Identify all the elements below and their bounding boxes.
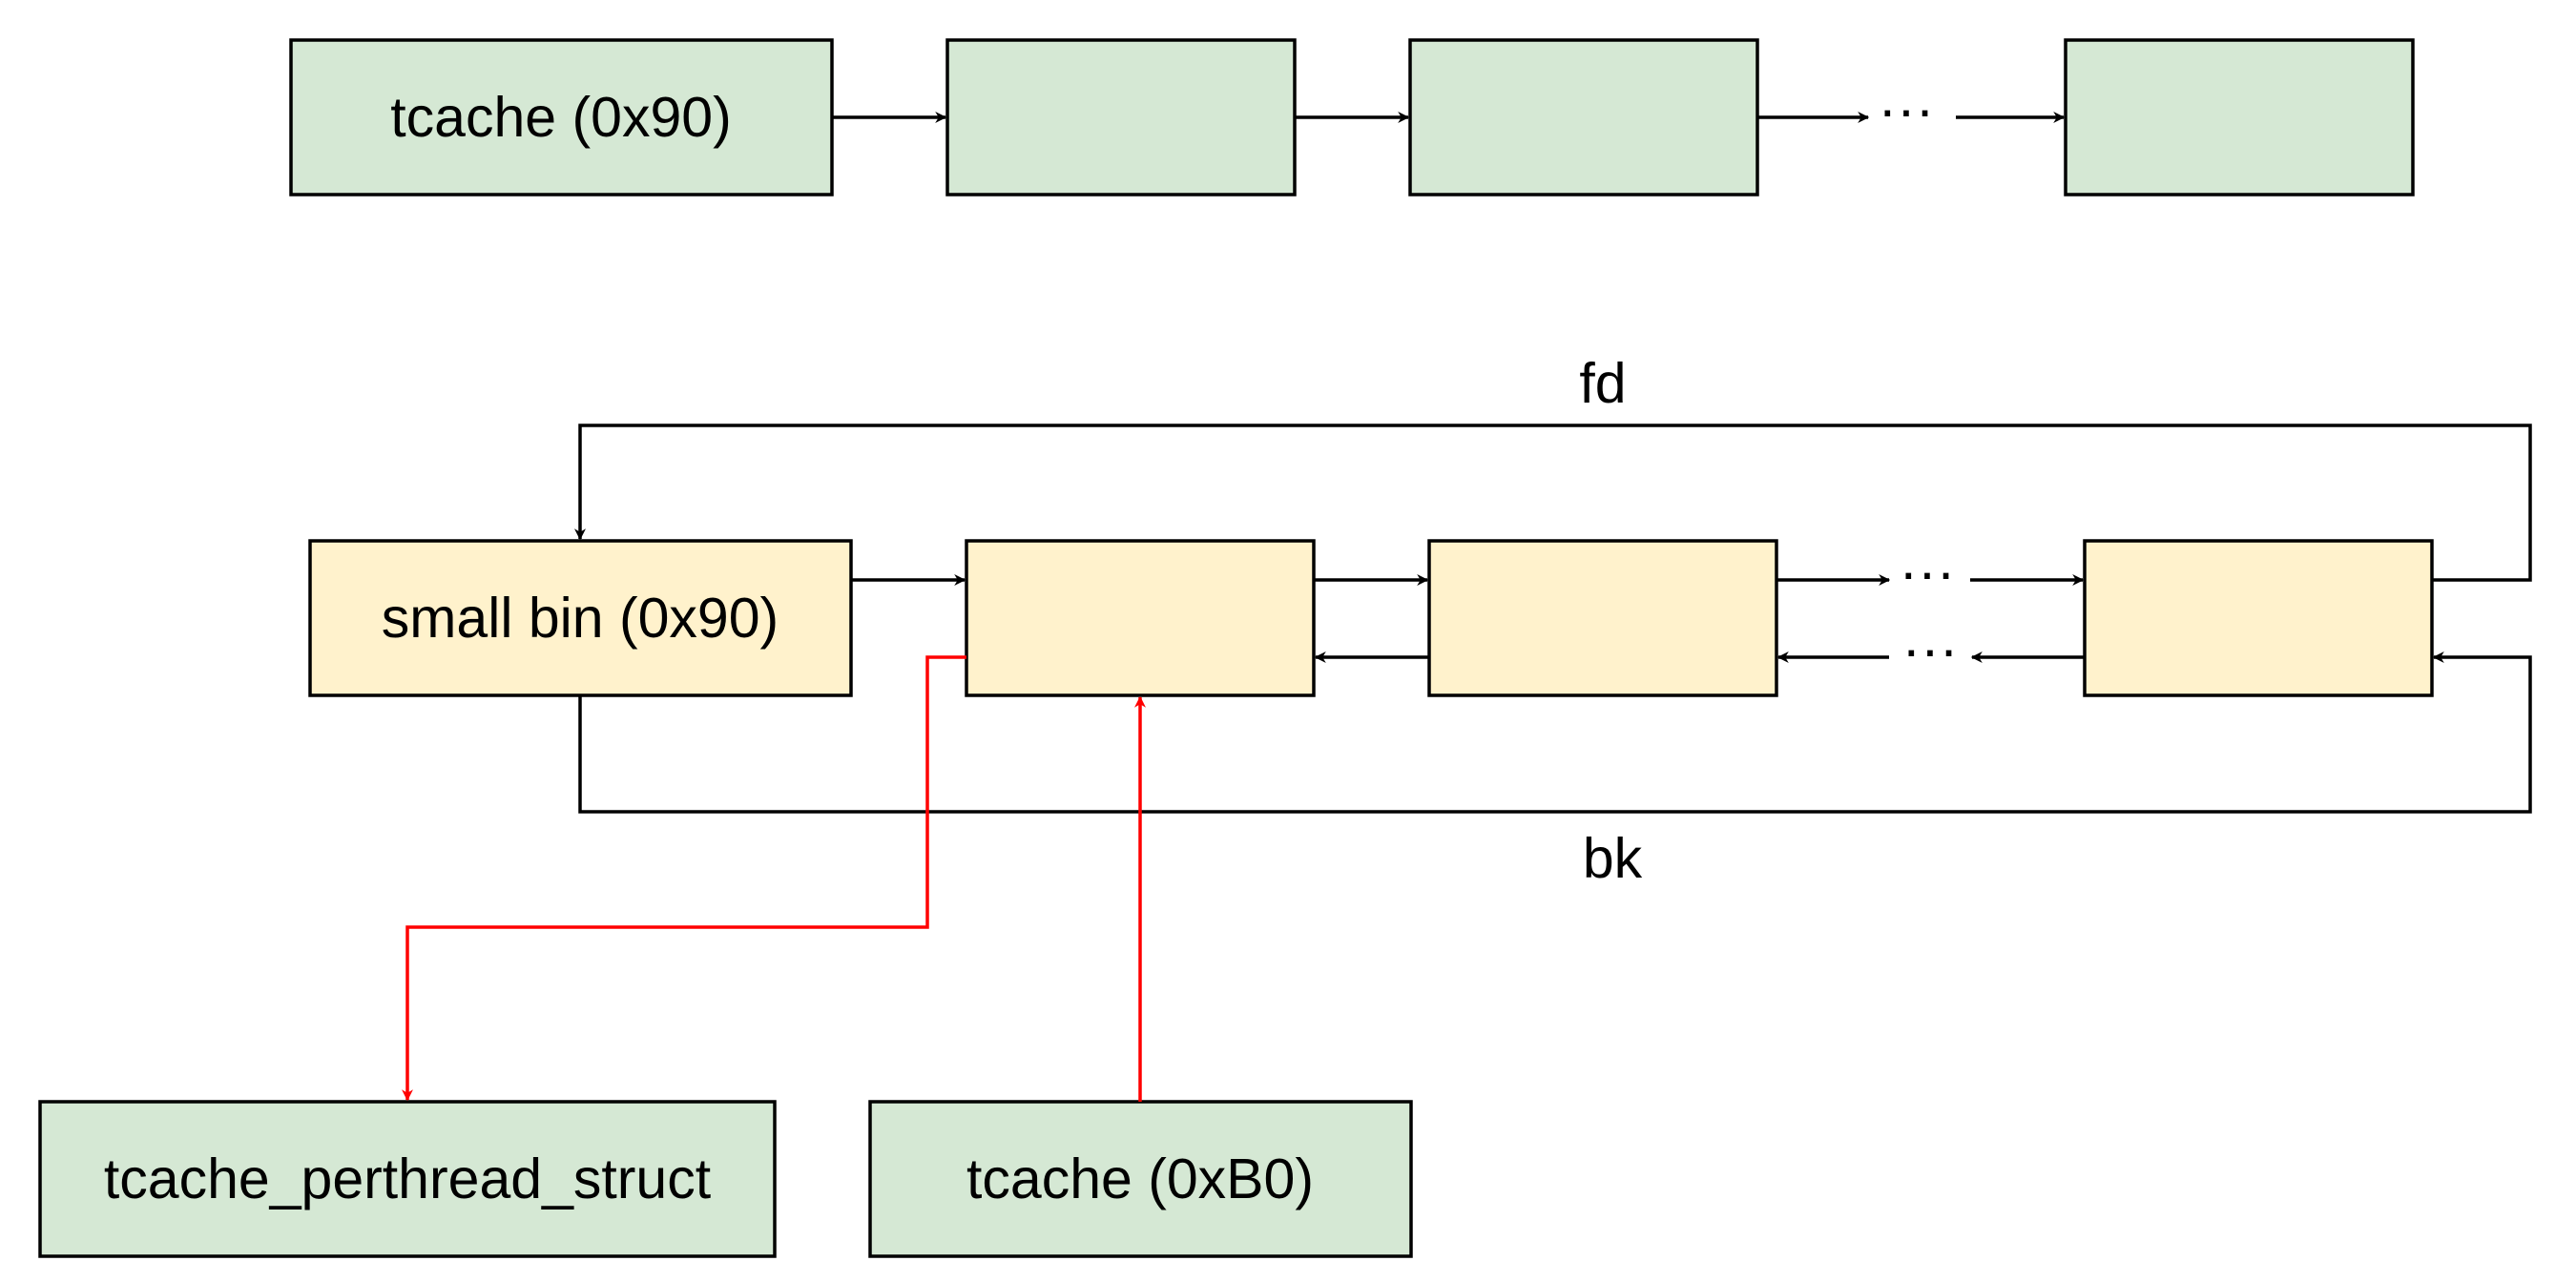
- tcache-0x90-node-last: [2064, 38, 2415, 196]
- small-bin-bk-wrap-arrow: [578, 651, 2532, 814]
- tcache-0x90-node-1: [945, 38, 1297, 196]
- tcache-0xb0-label: tcache (0xB0): [966, 1148, 1314, 1210]
- small-bin-chunk-1: [965, 539, 1316, 697]
- tcache-perthread-struct-node: [38, 1100, 777, 1258]
- small-bin-chunk-2: [1427, 539, 1778, 697]
- small-bin-fd-wrap-arrow: [574, 424, 2532, 582]
- small-bin-head-label: small bin (0x90): [382, 587, 779, 650]
- tcache-perthread-struct-label: tcache_perthread_struct: [104, 1148, 711, 1210]
- tcache-0x90-list: tcache (0x90) ···: [289, 38, 2415, 196]
- small-bin-bk-ellipsis: ···: [1902, 618, 1959, 681]
- small-bin-0x90-list: small bin (0x90) ··· ··· fd bk: [308, 352, 2532, 890]
- small-bin-bk-label: bk: [1583, 827, 1643, 890]
- small-bin-fd-label: fd: [1579, 352, 1626, 415]
- tcache-0x90-ellipsis: ···: [1879, 78, 1935, 141]
- tcache-0x90-node-2: [1408, 38, 1759, 196]
- tcache-0x90-head-label: tcache (0x90): [390, 86, 731, 149]
- small-bin-fd-ellipsis: ···: [1900, 541, 1956, 604]
- tcache-0xb0-node: [868, 1100, 1413, 1258]
- chunk-bk-to-perthread-arrow: [402, 655, 966, 1102]
- target-structures: tcache_perthread_struct tcache (0xB0): [38, 655, 1413, 1258]
- tcache-0x90-head-node: [289, 38, 834, 196]
- small-bin-chunk-last: [2083, 539, 2434, 697]
